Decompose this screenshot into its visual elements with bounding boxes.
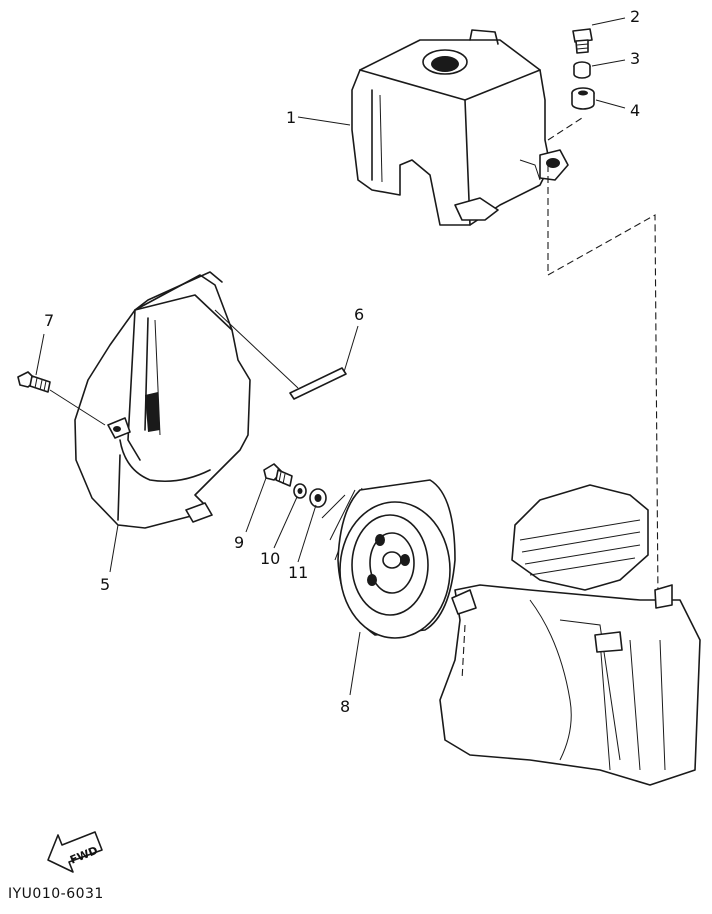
callout-label-8: 8 [340, 697, 350, 716]
part-1-cylinder-shroud [351, 29, 569, 226]
callout-label-10: 10 [260, 549, 280, 568]
part-9-bolt [263, 463, 293, 487]
part-8-flywheel-fan [321, 479, 456, 639]
part-6-pin [214, 309, 347, 400]
part-3-collar [573, 61, 591, 79]
callout-leaders [35, 17, 626, 696]
part-7-bolt [17, 371, 106, 426]
fwd-arrow-icon: FWD [47, 831, 103, 873]
part-2-screw [572, 28, 593, 54]
callout-label-6: 6 [354, 305, 364, 324]
diagram-code: IYU010-6031 [8, 886, 104, 902]
callout-label-3: 3 [630, 49, 640, 68]
part-11-washer [309, 488, 327, 508]
engine-block-outline [439, 484, 701, 786]
part-10-washer [293, 483, 307, 499]
callout-label-11: 11 [288, 563, 308, 582]
part-5-fan-housing [74, 271, 251, 529]
callout-label-1: 1 [286, 108, 296, 127]
callout-label-7: 7 [44, 311, 54, 330]
callout-label-9: 9 [234, 533, 244, 552]
callout-label-5: 5 [100, 575, 110, 594]
callout-label-4: 4 [630, 101, 640, 120]
part-4-grommet [571, 87, 595, 110]
callout-label-2: 2 [630, 7, 640, 26]
